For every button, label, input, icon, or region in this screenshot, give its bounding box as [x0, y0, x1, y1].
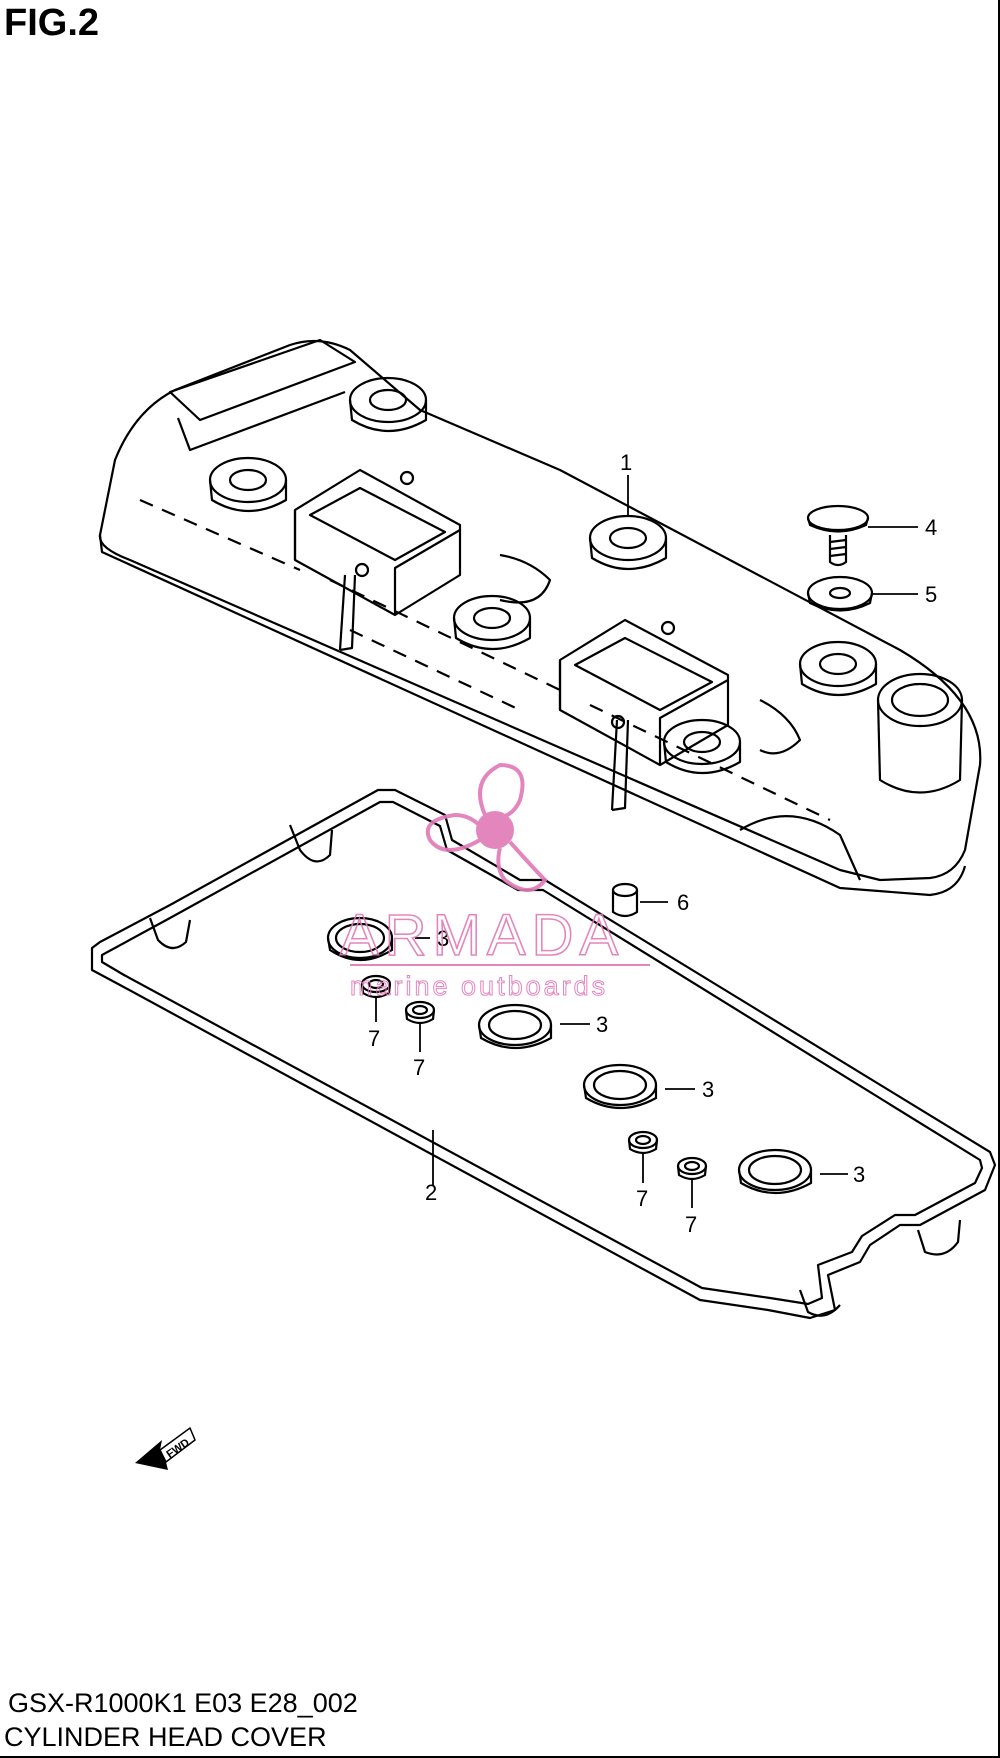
callout-5: 5: [925, 582, 937, 607]
callout-4: 4: [925, 515, 937, 540]
callout-3b: 3: [596, 1012, 608, 1037]
callout-7c: 7: [636, 1186, 648, 1211]
cover-bolt[interactable]: [806, 504, 870, 567]
leader-lines: [375, 475, 918, 1208]
callout-7b: 7: [413, 1055, 425, 1080]
callout-7d: 7: [685, 1212, 697, 1237]
callout-3c: 3: [702, 1077, 714, 1102]
fwd-arrow: FWD: [135, 1426, 196, 1470]
watermark-tagline: marine outboards: [350, 971, 608, 1001]
callout-6: 6: [677, 890, 689, 915]
model-code: GSX-R1000K1 E03 E28_002: [8, 1688, 358, 1718]
armada-watermark: ARMADA marine outboards: [339, 762, 650, 1002]
callout-7a: 7: [368, 1026, 380, 1051]
small-seals[interactable]: [360, 974, 708, 1181]
callout-1: 1: [620, 450, 632, 475]
figure-title: FIG.2: [4, 2, 100, 44]
section-name: CYLINDER HEAD COVER: [4, 1722, 327, 1752]
head-cover-gasket[interactable]: [90, 788, 997, 1320]
propeller-icon: [425, 762, 548, 892]
bolt-grommet[interactable]: [806, 575, 874, 612]
watermark-brand: ARMADA: [340, 903, 624, 968]
callout-2: 2: [425, 1180, 437, 1205]
callout-3d: 3: [853, 1162, 865, 1187]
cylinder-head-cover[interactable]: [98, 338, 982, 897]
plug-hole-seal-rings[interactable]: [326, 916, 813, 1194]
callout-labels: 1 2 3 3 3 3 4 5 6 7 7 7 7: [368, 450, 937, 1237]
callout-3a: 3: [437, 926, 449, 951]
dowel-pin[interactable]: [611, 882, 639, 918]
